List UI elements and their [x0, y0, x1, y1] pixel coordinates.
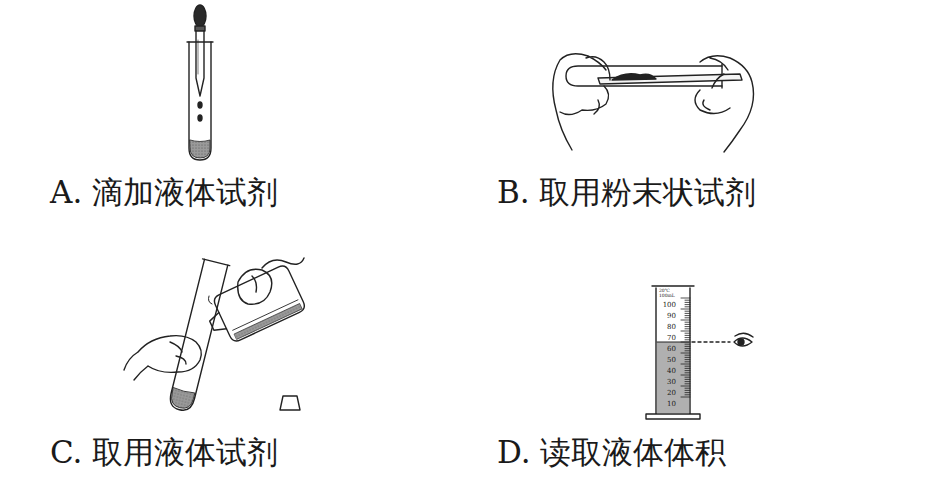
capacity-note: 100mL [659, 294, 675, 299]
tick [685, 313, 690, 314]
tick [681, 309, 690, 310]
sight-line [692, 341, 730, 342]
pouring-liquid [124, 258, 307, 413]
tick [685, 390, 690, 391]
tick [685, 339, 690, 340]
tick [685, 317, 690, 318]
tick [681, 342, 690, 343]
tick [685, 379, 690, 380]
tick [685, 394, 690, 395]
tick [685, 333, 690, 334]
scale-number: 60 [658, 346, 676, 353]
tick [685, 350, 690, 351]
scale-number: 80 [658, 324, 676, 331]
tick [681, 331, 690, 332]
caption: A. 滴加液体试剂 [50, 177, 278, 208]
powder-tube-hands [553, 54, 754, 152]
tick [681, 375, 690, 376]
tick [685, 357, 690, 358]
tick [685, 344, 690, 345]
tick [685, 311, 690, 312]
tick [685, 322, 690, 323]
tick [685, 324, 690, 325]
scale-number: 20 [658, 390, 676, 397]
scale-number: 90 [658, 313, 676, 320]
tick [685, 370, 690, 371]
tick [685, 366, 690, 367]
scale-number: 70 [658, 335, 676, 342]
tick [685, 346, 690, 347]
scale-number: 100 [658, 302, 676, 309]
tick [685, 302, 690, 303]
caption: C. 取用液体试剂 [50, 437, 278, 468]
scale-number: 10 [658, 401, 676, 408]
tick [685, 372, 690, 373]
tick [685, 381, 690, 382]
scale-number: 30 [658, 379, 676, 386]
tick [685, 392, 690, 393]
tick [681, 320, 690, 321]
tick [685, 368, 690, 369]
capacity-note: 20℃ [659, 289, 670, 294]
eye [734, 333, 753, 346]
tick [685, 315, 690, 316]
tick [685, 361, 690, 362]
scale-number: 50 [658, 357, 676, 364]
scale-ticks [681, 298, 690, 397]
tick [681, 364, 690, 365]
tick [681, 353, 690, 354]
tick [685, 348, 690, 349]
caption: B. 取用粉末状试剂 [497, 177, 757, 208]
tick [685, 383, 690, 384]
tick [685, 337, 690, 338]
tick [681, 397, 690, 398]
tick [685, 355, 690, 356]
caption: D. 读取液体体积 [497, 437, 726, 468]
tick [681, 298, 690, 299]
tick [685, 328, 690, 329]
tick [685, 326, 690, 327]
test-tube-dropper [187, 5, 213, 160]
tick [685, 377, 690, 378]
tick [685, 300, 690, 301]
tick [685, 304, 690, 305]
tick [685, 388, 690, 389]
tick [685, 335, 690, 336]
tick [685, 359, 690, 360]
tick [681, 386, 690, 387]
graduated-cylinder [646, 286, 700, 419]
tick [685, 306, 690, 307]
scale-number: 40 [658, 368, 676, 375]
